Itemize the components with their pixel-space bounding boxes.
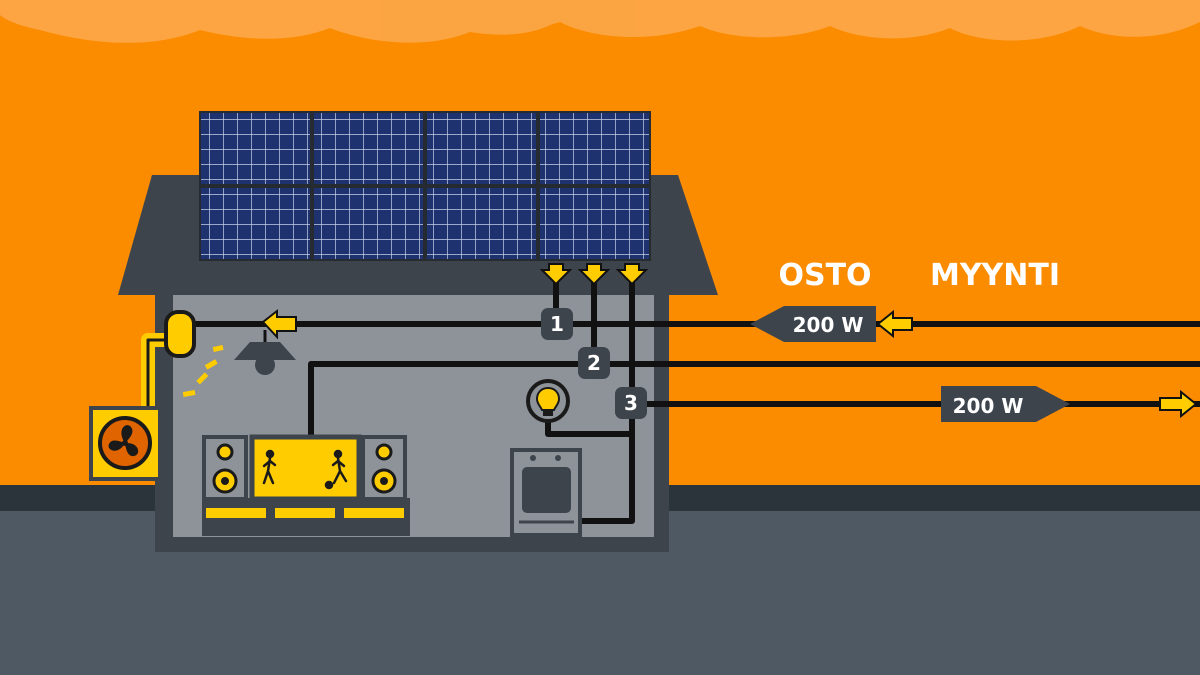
lamp-icon [182,330,296,397]
circuit-number-3: 3 [624,391,638,415]
player-right [324,449,348,490]
arrow-icon [539,263,573,286]
wall-socket [164,310,196,358]
circuit-badge-2: 2 [578,347,610,379]
tv-icon [249,434,362,502]
circuit-badges: 1 2 3 [541,308,647,419]
arrow-icon [577,263,611,286]
panel-lead-3-oven [580,282,635,524]
solar-panel-icon [312,186,425,261]
solar-panel-icon [199,186,312,261]
circuit-number-2: 2 [587,351,601,375]
clouds [0,0,1200,43]
light-bulb-icon [526,379,570,423]
entertainment-system [202,434,410,536]
wiring [166,282,1200,524]
speaker-icon [361,435,407,501]
circuit-number-1: 1 [550,312,564,336]
solar-panel-icon [199,111,312,186]
sell-flow-indicator: 200 W [941,386,1198,422]
sell-power-value: 200 W [953,394,1024,418]
arrow-icon [615,263,649,286]
speaker-icon [202,435,248,501]
bulb-lead [545,420,632,437]
solar-panel-icon [425,111,538,186]
oven-icon [510,448,582,537]
myynti-label: MYYNTI [930,258,1060,293]
arrow-icon [876,309,913,339]
panel-output-arrows [539,263,649,286]
buy-flow-indicator: 200 W [750,306,913,342]
solar-panel-array [199,111,651,261]
heat-pump [89,310,196,481]
solar-panel-icon [538,111,651,186]
arrow-icon [1159,389,1198,419]
buy-power-value: 200 W [793,313,864,337]
fan-icon [108,425,139,457]
solar-panel-icon [312,111,425,186]
lamp-light-rays [182,345,224,397]
solar-panel-icon [425,186,538,261]
wire-circuit-2 [308,361,1200,437]
circuit-badge-3: 3 [615,387,647,419]
circuit-badge-1: 1 [541,308,573,340]
player-left [262,449,277,485]
arrow-icon [261,308,297,340]
solar-panel-icon [538,186,651,261]
osto-label: OSTO [778,258,871,293]
